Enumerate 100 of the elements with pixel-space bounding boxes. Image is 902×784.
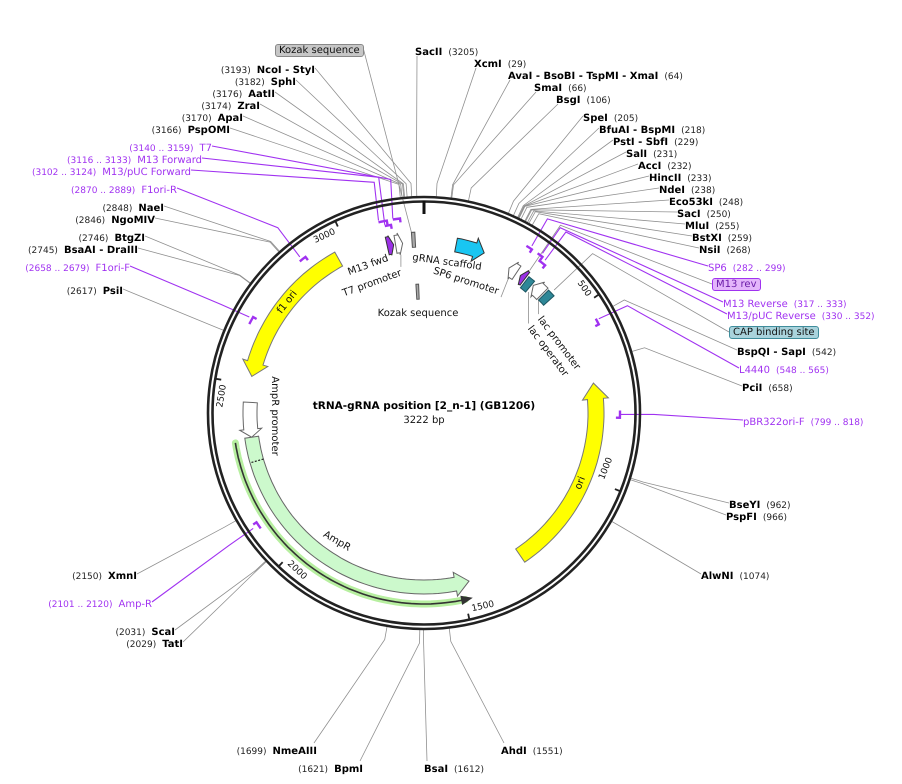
leader-line xyxy=(527,210,686,224)
leader-line xyxy=(436,68,476,197)
primer-label: (3102 .. 3124) M13/pUC Forward xyxy=(32,164,191,176)
leader-line xyxy=(122,288,224,331)
leader-line xyxy=(630,478,730,504)
feature-label: AmpR promoter xyxy=(270,376,280,456)
restriction-site-label: (1699) NmeAIII xyxy=(236,743,317,755)
feature-label: ori xyxy=(572,474,588,492)
leader-line xyxy=(542,227,724,302)
primer-site-mark xyxy=(538,259,547,270)
leader-line xyxy=(531,218,708,267)
scale-label: 1000 xyxy=(597,456,616,482)
restriction-site-label: MluI (255) xyxy=(685,218,740,230)
leader-line xyxy=(138,248,250,284)
map-title: tRNA-gRNA position [2_n-1] (GB1206) xyxy=(312,400,536,412)
restriction-site-label: XcmI (29) xyxy=(474,56,526,68)
leader-line xyxy=(190,169,380,221)
leader-line xyxy=(518,176,650,218)
leader-line xyxy=(500,279,508,298)
leader-line xyxy=(130,266,250,318)
leader-line xyxy=(508,116,584,214)
leader-line xyxy=(154,218,280,252)
primer-site-mark xyxy=(299,255,309,262)
leader-line xyxy=(314,68,412,197)
restriction-site-label: Eco53kI (248) xyxy=(669,194,744,206)
leader-line xyxy=(212,145,394,219)
feature-block xyxy=(508,262,522,280)
scale-label: 2500 xyxy=(215,384,229,408)
primer-site-mark xyxy=(248,315,258,325)
feature-tag: M13 rev xyxy=(712,278,760,290)
restriction-site-label: SacI (250) xyxy=(677,206,731,218)
leader-line xyxy=(182,561,266,642)
feature-block xyxy=(518,270,530,286)
restriction-site-label: (3170) ApaI xyxy=(182,110,243,122)
leader-line xyxy=(518,152,626,218)
leader-line xyxy=(360,630,420,762)
leader-line xyxy=(620,414,744,421)
restriction-site-label: NsiI (268) xyxy=(699,242,751,254)
restriction-site-label: SacII (3205) xyxy=(415,44,478,56)
leader-line xyxy=(520,188,660,220)
feature-block xyxy=(410,232,416,248)
restriction-site-label: (2150) XmnI xyxy=(72,568,137,580)
sequence-length: 3222 bp xyxy=(403,415,445,426)
feature-block xyxy=(393,232,404,256)
primer-label: SP6 (282 .. 299) xyxy=(708,260,786,272)
leader-line xyxy=(164,206,280,252)
leader-line xyxy=(274,92,405,198)
restriction-site-label: BstXI (259) xyxy=(692,230,752,242)
restriction-site-label: (3174) ZraI xyxy=(201,98,260,110)
restriction-site-label: PciI (658) xyxy=(742,380,793,392)
scale-label: 3000 xyxy=(312,227,338,246)
leader-line xyxy=(528,211,692,236)
restriction-site-label: BfuAI - BspMI (218) xyxy=(599,122,706,134)
primer-site-mark xyxy=(594,318,600,328)
leader-line xyxy=(529,224,712,284)
leader-line xyxy=(612,300,738,350)
leader-line xyxy=(451,92,536,198)
leader-line xyxy=(230,128,401,198)
restriction-site-label: AvaI - BsoBI - TspMI - XmaI (64) xyxy=(508,68,683,80)
primer-site-mark xyxy=(384,224,393,230)
feature-tag: Kozak sequence xyxy=(275,44,364,56)
leader-line xyxy=(524,200,670,222)
primer-label: (2658 .. 2679) F1ori-F xyxy=(25,260,130,272)
restriction-site-label: AhdI (1551) xyxy=(501,743,563,755)
primer-site-mark xyxy=(536,252,544,261)
primer-label: M13 Reverse (317 .. 333) xyxy=(723,296,847,308)
primer-site-mark xyxy=(526,244,534,254)
leader-line xyxy=(144,236,251,284)
leader-line xyxy=(450,80,510,198)
leader-line xyxy=(176,187,300,258)
primer-label: (2101 .. 2120) Amp-R xyxy=(48,596,152,608)
restriction-site-label: (2745) BsaAI - DraIII xyxy=(28,242,138,254)
restriction-site-label: (2617) PsiI xyxy=(66,283,123,295)
restriction-site-label: NdeI (238) xyxy=(659,182,716,194)
leader-line xyxy=(448,628,504,744)
restriction-site-label: AlwNI (1074) xyxy=(701,568,770,580)
primer-site-mark xyxy=(616,410,622,420)
restriction-site-label: (3176) AatII xyxy=(212,86,275,98)
leader-line xyxy=(202,157,386,225)
feature-label: f1 ori xyxy=(274,288,300,316)
leader-line xyxy=(528,292,529,324)
restriction-site-label: SpeI (205) xyxy=(583,110,638,122)
primer-label: M13/pUC Reverse (330 .. 352) xyxy=(727,308,875,320)
restriction-site-label: (3182) SphI xyxy=(234,74,296,86)
leader-line xyxy=(314,626,388,744)
restriction-site-label: (2846) NgoMIV xyxy=(75,212,155,224)
leader-line xyxy=(554,253,730,332)
primer-label: L4440 (548 .. 565) xyxy=(739,362,829,374)
primer-site-mark xyxy=(378,219,389,225)
restriction-site-label: (2031) ScaI xyxy=(115,624,175,636)
leader-line xyxy=(544,231,728,314)
leader-line xyxy=(517,140,614,218)
restriction-site-label: (1621) BpmI xyxy=(298,761,363,773)
feature-tag: CAP binding site xyxy=(729,326,819,338)
leader-line xyxy=(632,347,742,386)
restriction-site-label: PstI - SbfI (229) xyxy=(613,134,698,146)
leader-line xyxy=(260,104,404,198)
feature-block xyxy=(538,289,555,306)
primer-label: (3140 .. 3159) T7 xyxy=(129,140,212,152)
leader-line xyxy=(468,104,558,201)
